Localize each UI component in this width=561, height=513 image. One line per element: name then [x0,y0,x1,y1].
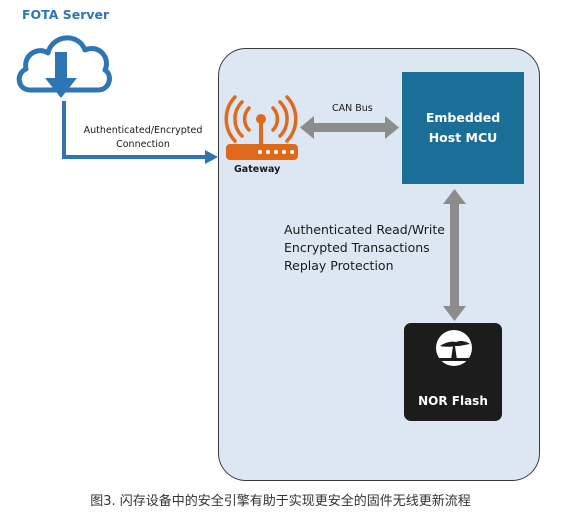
fota-server-label: FOTA Server [22,7,110,22]
wifi-router-icon [224,95,298,160]
nor-flash-label: NOR Flash [418,394,488,408]
security-features-list: Authenticated Read/Write Encrypted Trans… [284,221,445,275]
security-feature: Encrypted Transactions [284,240,430,255]
mcu-label-line1: Embedded [425,110,501,125]
fota-connection-arrow [62,101,208,159]
cloud-download-icon [16,35,112,98]
connection-label-line2: Connection [116,139,170,150]
figure-caption: 图3. 闪存设备中的安全引擎有助于实现更安全的固件无线更新流程 [90,494,471,509]
can-bus-label: CAN Bus [332,103,373,114]
security-feature: Authenticated Read/Write [284,222,445,237]
connection-label-line1: Authenticated/Encrypted [83,125,203,136]
mcu-label-line2: Host MCU [428,130,498,145]
tree-logo-icon [436,330,472,366]
mcu-flash-arrow [443,189,466,321]
host-mcu-block: Embedded Host MCU [402,72,524,184]
connection-label: Authenticated/Encrypted Connection [74,124,212,152]
security-feature: Replay Protection [284,258,394,273]
gateway-label: Gateway [234,164,281,175]
can-bus-arrow [300,116,399,139]
